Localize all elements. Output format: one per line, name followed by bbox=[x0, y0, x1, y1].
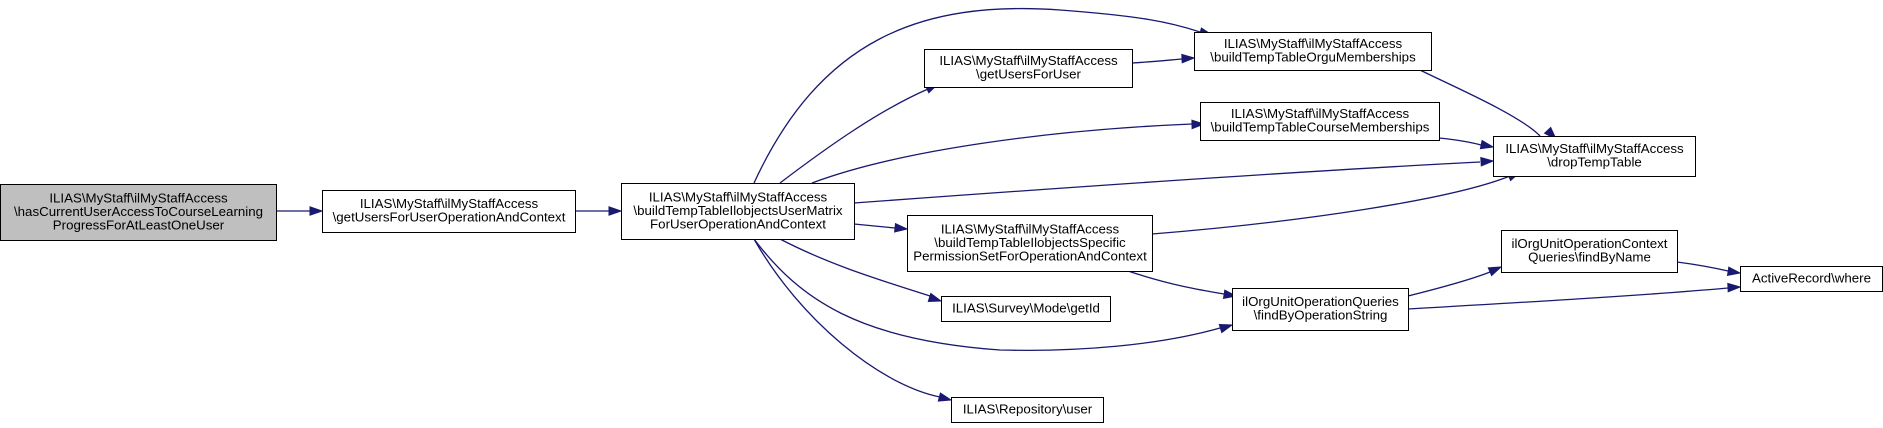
node-label-line: ForUserOperationAndContext bbox=[650, 216, 826, 231]
node-label-line: \findByOperationString bbox=[1254, 308, 1388, 323]
node-n8[interactable]: ilOrgUnitOperationContextQueries\findByN… bbox=[1501, 230, 1678, 273]
node-n11[interactable]: ILIAS\Survey\Mode\getId bbox=[941, 296, 1111, 322]
edge-line bbox=[853, 223, 896, 229]
edge-line bbox=[753, 238, 941, 398]
edge-n10-to-n9 bbox=[1407, 282, 1742, 310]
node-label-line: ilOrgUnitOperationQueries bbox=[1242, 294, 1399, 309]
edge-line bbox=[1151, 175, 1511, 235]
arrowhead-icon bbox=[608, 206, 623, 216]
node-label-line: ILIAS\MyStaff\ilMyStaffAccess bbox=[1224, 36, 1403, 51]
arrowhead-icon bbox=[1726, 266, 1742, 277]
edge-n2-to-n4 bbox=[753, 7, 1214, 184]
node-label-line: ProgressForAtLeastOneUser bbox=[53, 217, 225, 232]
edge-line bbox=[779, 238, 931, 297]
node-box bbox=[907, 215, 1153, 272]
node-label-line: ILIAS\MyStaff\ilMyStaffAccess bbox=[49, 190, 228, 205]
node-label-line: \buildTempTableOrguMemberships bbox=[1210, 50, 1416, 65]
arrowhead-icon bbox=[1727, 282, 1742, 293]
node-label-line: \dropTempTable bbox=[1547, 155, 1642, 170]
edge-n2-to-n6 bbox=[853, 156, 1495, 204]
arrowhead-icon bbox=[927, 292, 943, 303]
node-n12[interactable]: ILIAS\Repository\user bbox=[951, 397, 1104, 423]
node-n4[interactable]: ILIAS\MyStaff\ilMyStaffAccess\buildTempT… bbox=[1194, 32, 1432, 71]
edge-n10-to-n8 bbox=[1407, 266, 1503, 297]
node-label-line: ILIAS\MyStaff\ilMyStaffAccess bbox=[1231, 106, 1410, 121]
node-box bbox=[941, 296, 1111, 322]
edge-n3-to-n4 bbox=[1131, 53, 1196, 64]
node-label-line: ILIAS\MyStaff\ilMyStaffAccess bbox=[649, 189, 828, 204]
node-label-line: \hasCurrentUserAccessToCourseLearning bbox=[14, 204, 263, 219]
edge-n7-to-n10 bbox=[1127, 270, 1238, 300]
edge-n0-to-n1 bbox=[276, 206, 324, 216]
node-box bbox=[1194, 32, 1432, 71]
arrowhead-icon bbox=[309, 206, 324, 216]
nodes-layer: ILIAS\MyStaff\ilMyStaffAccess\hasCurrent… bbox=[0, 32, 1883, 423]
node-box bbox=[1232, 288, 1409, 331]
node-label-line: ilOrgUnitOperationContext bbox=[1512, 236, 1668, 251]
arrowhead-icon bbox=[937, 392, 953, 402]
node-label-line: ILIAS\MyStaff\ilMyStaffAccess bbox=[939, 53, 1118, 68]
edge-n2-to-n12 bbox=[753, 238, 953, 402]
edge-n7-to-n6 bbox=[1151, 171, 1522, 235]
edge-line bbox=[1676, 261, 1729, 272]
arrowhead-icon bbox=[1181, 53, 1196, 64]
node-n6[interactable]: ILIAS\MyStaff\ilMyStaffAccess\dropTempTa… bbox=[1493, 136, 1696, 177]
edge-line bbox=[811, 123, 1193, 184]
node-box bbox=[1200, 102, 1440, 141]
edge-line bbox=[1438, 137, 1482, 146]
edge-n8-to-n9 bbox=[1676, 261, 1742, 277]
node-n0[interactable]: ILIAS\MyStaff\ilMyStaffAccess\hasCurrent… bbox=[0, 184, 277, 241]
edge-n1-to-n2 bbox=[575, 206, 623, 216]
edge-n2-to-n7 bbox=[853, 222, 909, 233]
node-box bbox=[621, 183, 855, 240]
edge-n2-to-n11 bbox=[779, 238, 943, 303]
node-label-line: \buildTempTableIlobjectsUserMatrix bbox=[633, 203, 842, 218]
node-n10[interactable]: ilOrgUnitOperationQueries\findByOperatio… bbox=[1232, 288, 1409, 331]
node-n9[interactable]: ActiveRecord\where bbox=[1740, 266, 1883, 292]
node-n7[interactable]: ILIAS\MyStaff\ilMyStaffAccess\buildTempT… bbox=[907, 215, 1153, 272]
node-n2[interactable]: ILIAS\MyStaff\ilMyStaffAccess\buildTempT… bbox=[621, 183, 855, 240]
node-label-line: ILIAS\MyStaff\ilMyStaffAccess bbox=[360, 196, 539, 211]
node-n1[interactable]: ILIAS\MyStaff\ilMyStaffAccess\getUsersFo… bbox=[322, 190, 576, 233]
node-box bbox=[1501, 230, 1678, 273]
edge-n4-to-n6 bbox=[1419, 69, 1558, 141]
edge-line bbox=[779, 88, 929, 184]
node-n3[interactable]: ILIAS\MyStaff\ilMyStaffAccess\getUsersFo… bbox=[924, 49, 1133, 88]
edge-line bbox=[1131, 58, 1183, 64]
node-label-line: ILIAS\Repository\user bbox=[963, 401, 1093, 416]
arrowhead-icon bbox=[1479, 139, 1495, 150]
arrowhead-icon bbox=[1218, 323, 1234, 334]
edge-line bbox=[753, 238, 1221, 351]
edge-line bbox=[1419, 69, 1541, 137]
edge-n2-to-n10 bbox=[753, 238, 1234, 351]
arrowhead-icon bbox=[1191, 119, 1206, 130]
arrowhead-icon bbox=[1487, 266, 1503, 277]
edge-n2-to-n5 bbox=[811, 119, 1206, 184]
node-label-line: ILIAS\MyStaff\ilMyStaffAccess bbox=[1505, 141, 1684, 156]
node-label-line: Queries\findByName bbox=[1528, 250, 1651, 265]
node-box bbox=[924, 49, 1133, 88]
node-label-line: ILIAS\Survey\Mode\getId bbox=[952, 300, 1100, 315]
node-box bbox=[1493, 136, 1696, 177]
edge-line bbox=[1407, 271, 1491, 297]
node-label-line: PermissionSetForOperationAndContext bbox=[913, 248, 1147, 263]
node-box bbox=[951, 397, 1104, 423]
node-label-line: \getUsersForUserOperationAndContext bbox=[333, 210, 566, 225]
edge-line bbox=[1407, 287, 1729, 310]
node-n5[interactable]: ILIAS\MyStaff\ilMyStaffAccess\buildTempT… bbox=[1200, 102, 1440, 141]
arrowhead-icon bbox=[894, 222, 909, 233]
node-label-line: \buildTempTableIlobjectsSpecific bbox=[934, 235, 1126, 250]
node-box bbox=[322, 190, 576, 233]
edge-line bbox=[1127, 270, 1225, 295]
edge-line bbox=[853, 161, 1481, 204]
node-label-line: \buildTempTableCourseMemberships bbox=[1211, 120, 1430, 135]
edge-n5-to-n6 bbox=[1438, 137, 1495, 150]
node-label-line: ILIAS\MyStaff\ilMyStaffAccess bbox=[941, 221, 1120, 236]
node-label-line: ActiveRecord\where bbox=[1752, 270, 1871, 285]
node-label-line: \getUsersForUser bbox=[976, 67, 1081, 82]
edge-line bbox=[753, 7, 1201, 184]
root-node-box bbox=[0, 184, 277, 241]
arrowhead-icon bbox=[1480, 156, 1495, 167]
